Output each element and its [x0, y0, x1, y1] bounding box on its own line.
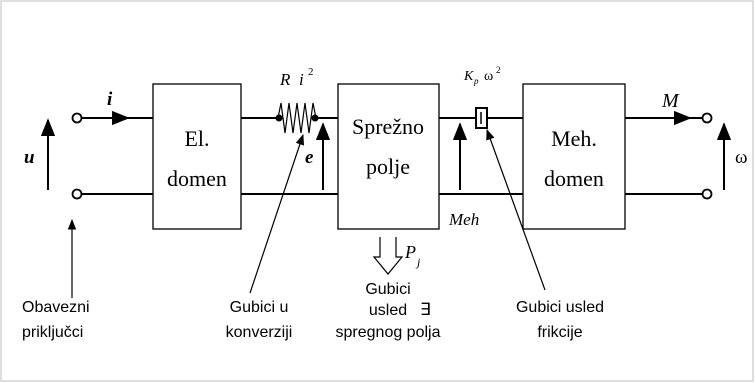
label-friction-sq: 2: [496, 65, 501, 75]
caption-obavezni-line1: Obavezni: [22, 299, 90, 316]
label-i: i: [107, 89, 113, 110]
label-power-P: P: [404, 242, 416, 262]
label-friction-p: p: [473, 76, 479, 86]
block-meh-domen: [522, 83, 626, 230]
caption-obavezni-line2: priključci: [22, 324, 83, 341]
power-loss-arrow: [372, 237, 404, 275]
caption-konverzija-line1: Gubici u: [230, 299, 289, 316]
caption-sprezno-line2: usled: [369, 302, 407, 319]
label-u: u: [24, 147, 35, 168]
resistor-node-left: [275, 114, 283, 122]
block-meh-domen-line1: Meh.: [551, 126, 597, 151]
terminal-left-top: [71, 112, 83, 124]
label-resistor-sq: 2: [308, 66, 314, 78]
caption-konverzija-line2: konverziji: [226, 324, 293, 341]
label-omega: ω: [735, 147, 748, 168]
leader-gubici-konverzija: [249, 133, 305, 294]
block-sprezno-polje: [337, 83, 440, 230]
block-meh-domen-line2: domen: [544, 166, 604, 191]
label-power-j: j: [415, 255, 421, 269]
label-friction-omega: ω: [484, 69, 493, 84]
label-friction-K: K: [463, 69, 474, 84]
label-e: e: [305, 147, 314, 168]
terminal-right-bottom: [701, 188, 713, 200]
label-M: M: [661, 90, 680, 112]
label-resistor-i: i: [299, 70, 304, 89]
terminal-left-bottom: [71, 188, 83, 200]
resistor-node-right: [311, 114, 319, 122]
label-resistor-R: R: [279, 70, 291, 89]
caption-frikcija-line1: Gubici usled: [516, 299, 604, 316]
leader-gubici-frikcija: [486, 128, 546, 291]
caption-sprezno-line3: spregnog polja: [336, 324, 441, 341]
label-meh: Meh: [448, 210, 479, 229]
terminal-right-top: [701, 112, 713, 124]
resistor-zigzag: [277, 102, 317, 134]
block-el-domen: [152, 83, 242, 230]
block-sprezno-line1: Sprežno: [352, 114, 424, 139]
caption-sprezno-exists: ∃: [420, 300, 431, 319]
caption-sprezno-line1: Gubici: [365, 281, 410, 298]
block-sprezno-line2: polje: [366, 154, 410, 179]
block-el-domen-line1: El.: [184, 126, 209, 151]
caption-frikcija-line2: frikcije: [537, 324, 582, 341]
block-el-domen-line2: domen: [167, 166, 227, 191]
